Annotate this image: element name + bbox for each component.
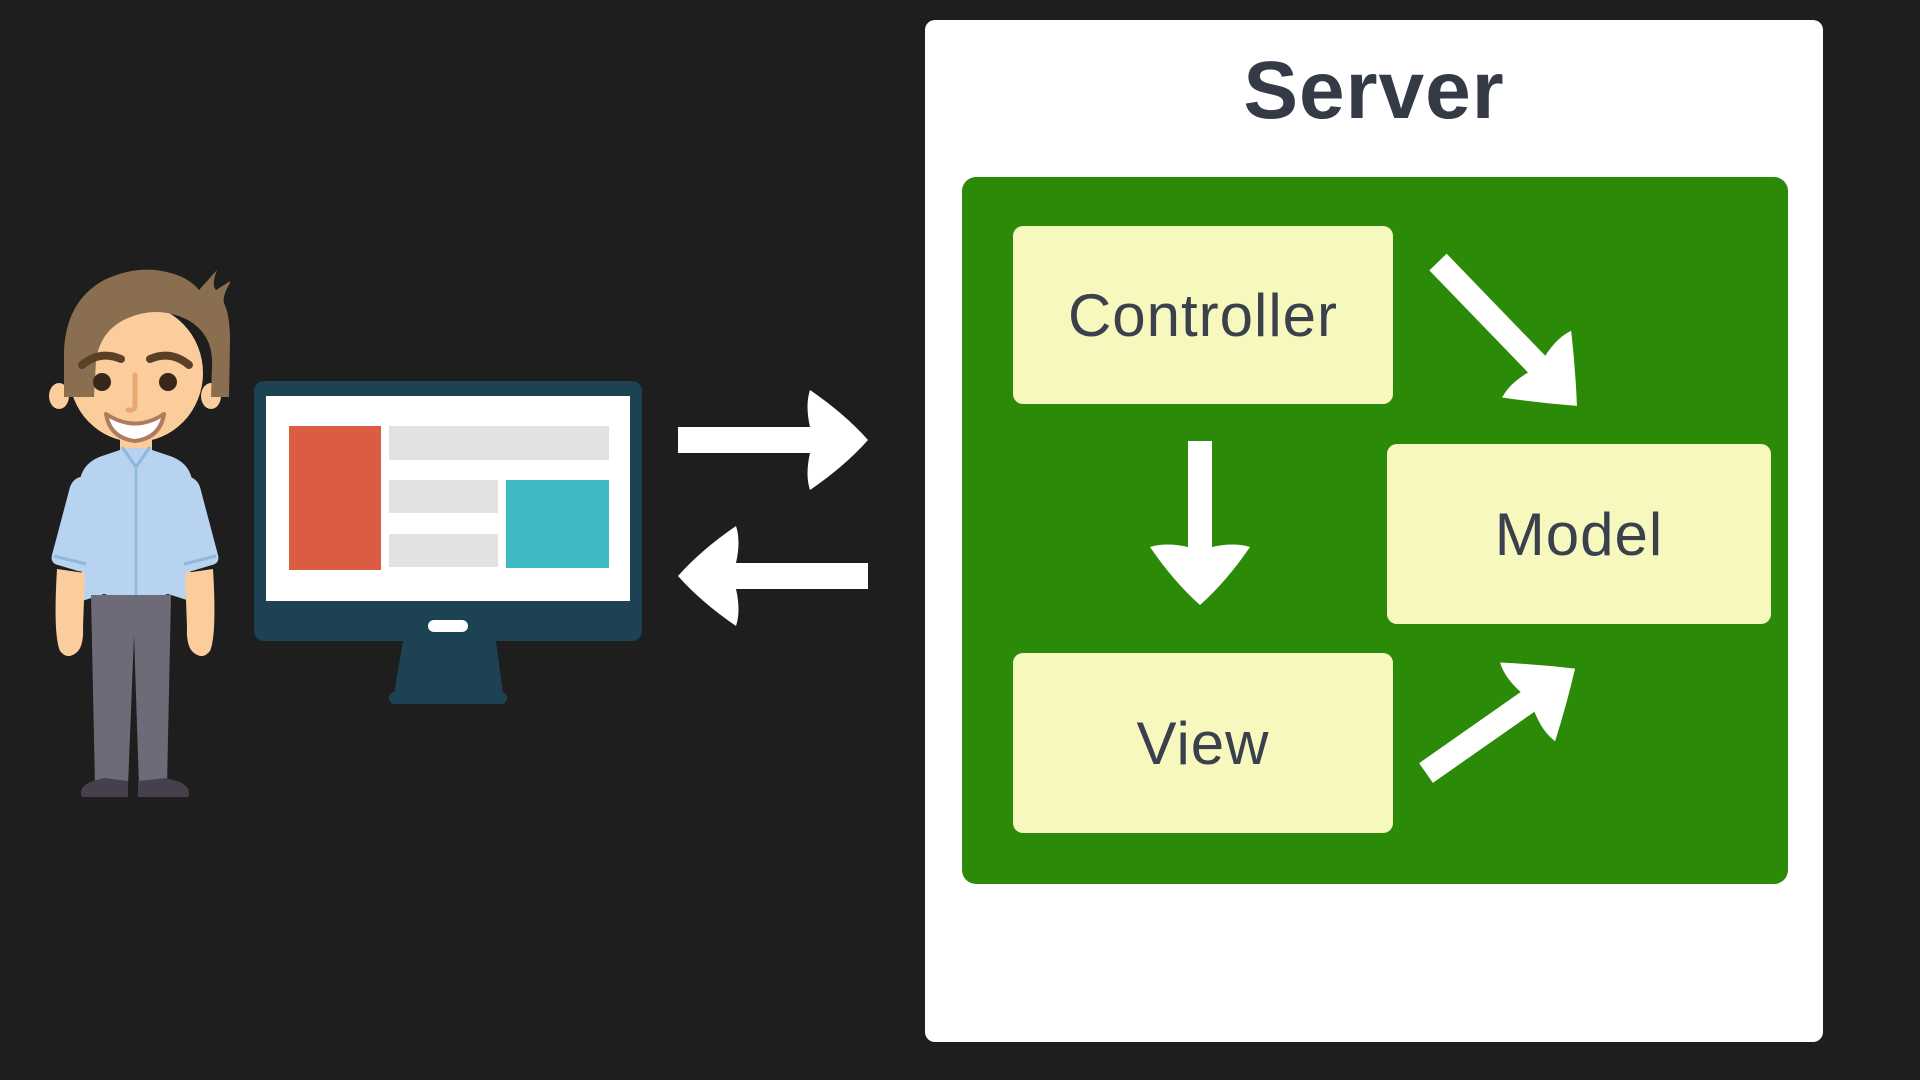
desktop-computer-illustration [254, 381, 642, 704]
left-eye [93, 373, 111, 391]
screen-gray-bar-1 [389, 426, 609, 460]
left-eyebrow [78, 351, 125, 369]
right-eyebrow [146, 351, 193, 369]
view-label: View [1136, 709, 1270, 777]
view-node: View [1013, 653, 1393, 833]
screen-gray-bar-3 [389, 534, 498, 567]
right-cuff [183, 554, 217, 566]
mvc-board: Controller Model View [962, 177, 1788, 884]
server-title: Server [1243, 45, 1505, 136]
screen-red-block [289, 426, 381, 570]
controller-node: Controller [1013, 226, 1393, 404]
right-sleeve [170, 477, 219, 572]
monitor-stand [394, 641, 503, 694]
screen-gray-bar-2 [389, 480, 498, 513]
left-shoe [81, 778, 128, 797]
left-sleeve [51, 477, 100, 572]
pants [91, 595, 171, 786]
left-cuff [53, 554, 87, 566]
mouth [104, 412, 166, 443]
server-to-client-arrow-icon [678, 526, 868, 626]
client-to-server-arrow-icon [678, 390, 868, 490]
controller-label: Controller [1067, 281, 1339, 349]
screen-teal-block [506, 480, 609, 568]
monitor-base [389, 692, 507, 704]
right-shoe [138, 778, 189, 797]
standing-man-illustration [49, 269, 230, 797]
right-hand [185, 569, 215, 657]
hair [64, 269, 230, 397]
monitor-power-pill [428, 620, 468, 632]
right-eye [159, 373, 177, 391]
server-panel: Server Controller Model View [925, 20, 1823, 1042]
nose [125, 372, 138, 413]
model-node: Model [1387, 444, 1771, 624]
model-label: Model [1494, 500, 1664, 568]
left-hand [55, 569, 85, 657]
